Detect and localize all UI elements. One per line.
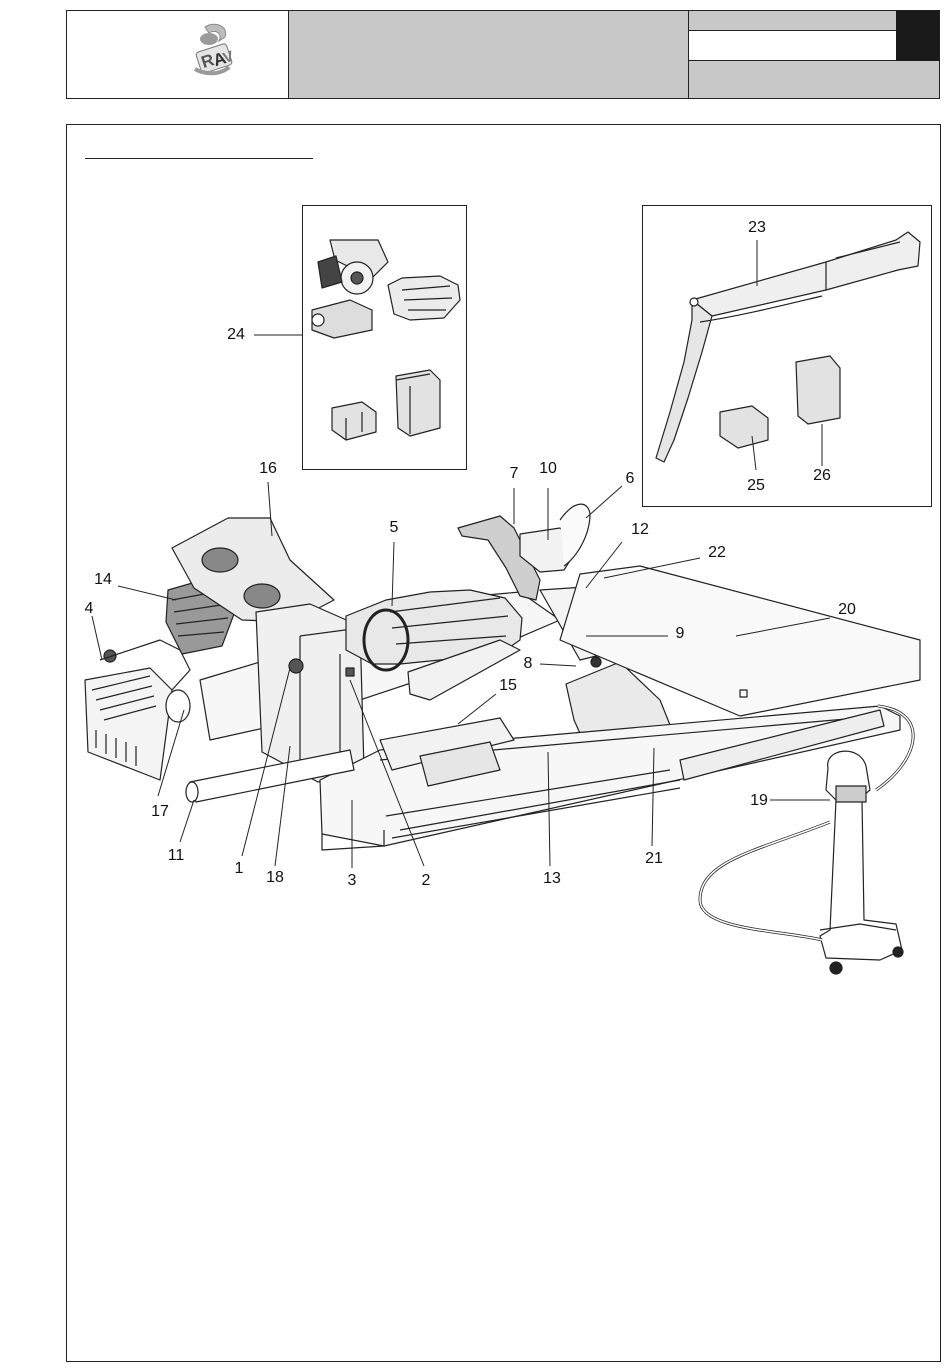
callout-26: 26 <box>813 468 831 484</box>
callout-2: 2 <box>422 873 431 889</box>
callout-19: 19 <box>750 793 768 809</box>
callout-5: 5 <box>390 520 399 536</box>
callout-23: 23 <box>748 220 766 236</box>
callout-8: 8 <box>524 656 533 672</box>
callout-1: 1 <box>235 861 244 877</box>
callout-12: 12 <box>631 522 649 538</box>
callout-24: 24 <box>227 327 245 343</box>
callout-10: 10 <box>539 461 557 477</box>
callout-21: 21 <box>645 851 663 867</box>
callout-6: 6 <box>626 471 635 487</box>
callout-16: 16 <box>259 461 277 477</box>
callout-18: 18 <box>266 870 284 886</box>
callout-7: 7 <box>510 466 519 482</box>
callout-11: 11 <box>168 848 185 864</box>
inset-arm-pedal-small <box>720 406 768 448</box>
main-machine-drawing <box>85 504 920 974</box>
callout-13: 13 <box>543 871 561 887</box>
inset-arm-drawing <box>656 232 920 462</box>
inset-arm-pedal-large <box>796 356 840 424</box>
inset-gripper-drawing <box>312 240 460 338</box>
callout-14: 14 <box>94 572 112 588</box>
inset-pedal-small <box>332 402 376 440</box>
callout-15: 15 <box>499 678 517 694</box>
callout-17: 17 <box>151 804 169 820</box>
inset-pedal-large <box>396 370 440 436</box>
callout-9: 9 <box>676 626 685 642</box>
callout-3: 3 <box>348 873 357 889</box>
callout-22: 22 <box>708 545 726 561</box>
callout-4: 4 <box>85 601 94 617</box>
callout-25: 25 <box>747 478 765 494</box>
callout-20: 20 <box>838 602 856 618</box>
